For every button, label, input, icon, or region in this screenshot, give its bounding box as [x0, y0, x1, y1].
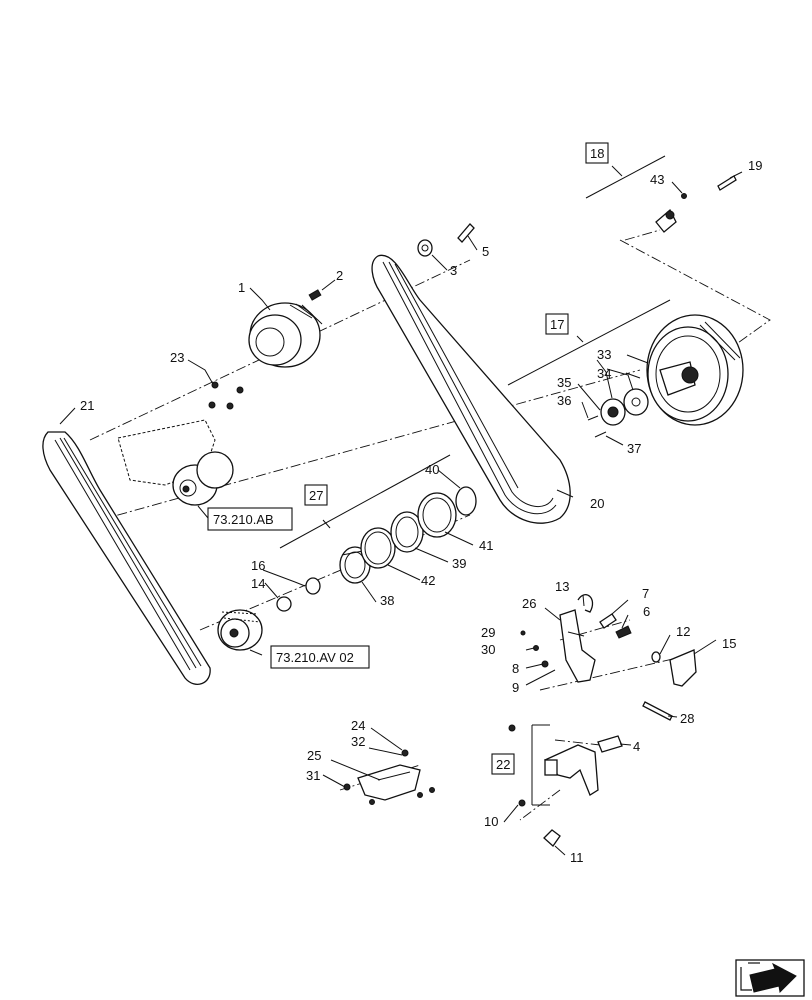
pin-13: [577, 594, 594, 613]
callout-43: 43: [650, 172, 664, 187]
callout-8: 8: [512, 661, 519, 676]
callout-41: 41: [479, 538, 493, 553]
leader-lines: [59, 171, 743, 856]
svg-text:73.210.AB: 73.210.AB: [213, 512, 274, 527]
pin-7: [599, 613, 617, 629]
callout-40: 40: [425, 462, 439, 477]
part-14: [276, 596, 292, 612]
assembly-27: 27: [309, 488, 323, 503]
assembly-labels: 18 17 27 22: [304, 142, 609, 775]
callout-31: 31: [306, 768, 320, 783]
pin-19: [717, 175, 737, 191]
key-2: [308, 289, 322, 301]
pulley-33: [646, 314, 744, 426]
callout-20: 20: [590, 496, 604, 511]
strip-4: [597, 735, 623, 753]
part-30: [533, 645, 539, 651]
bracket-25: [343, 749, 435, 805]
washer-16: [305, 577, 321, 595]
callout-35: 35: [557, 375, 571, 390]
part-43: [681, 193, 687, 199]
callout-13: 13: [555, 579, 569, 594]
washer-3: [417, 239, 433, 257]
callout-5: 5: [482, 244, 489, 259]
assembly-brackets: [279, 155, 671, 806]
bracket-22: [508, 724, 623, 847]
bracket-assembly: [117, 381, 244, 506]
callout-25: 25: [307, 748, 321, 763]
assembly-17: 17: [550, 317, 564, 332]
callout-numbers: 1 2 3 4 5 6 7 8 9 10 11 12 13 14 15 16 1…: [80, 158, 762, 865]
callout-12: 12: [676, 624, 690, 639]
callout-34: 34: [597, 366, 611, 381]
callout-37: 37: [627, 441, 641, 456]
callout-3: 3: [450, 263, 457, 278]
callout-26: 26: [522, 596, 536, 611]
callout-2: 2: [336, 268, 343, 283]
callout-19: 19: [748, 158, 762, 173]
callout-42: 42: [421, 573, 435, 588]
callout-7: 7: [642, 586, 649, 601]
callout-15: 15: [722, 636, 736, 651]
assembly-18: 18: [590, 146, 604, 161]
bracket-15: [669, 649, 697, 687]
callout-30: 30: [481, 642, 495, 657]
belt-20: [371, 254, 571, 524]
pin-36: [587, 415, 599, 421]
callout-24: 24: [351, 718, 365, 733]
tip-11: [543, 829, 561, 847]
assembly-22: 22: [496, 757, 510, 772]
part-29: [520, 630, 526, 636]
callout-28: 28: [680, 711, 694, 726]
next-page-arrow-icon[interactable]: [735, 959, 805, 997]
callout-9: 9: [512, 680, 519, 695]
hub-34: [623, 388, 649, 416]
callout-29: 29: [481, 625, 495, 640]
callout-33: 33: [597, 347, 611, 362]
belt-21: [42, 431, 211, 685]
callout-32: 32: [351, 734, 365, 749]
reference-av[interactable]: 73.210.AV 02: [270, 645, 370, 669]
hub-35: [600, 398, 626, 426]
rod-28: [642, 701, 673, 721]
callout-39: 39: [452, 556, 466, 571]
svg-text:73.210.AV 02: 73.210.AV 02: [276, 650, 354, 665]
lever-26: [559, 609, 596, 683]
ring-42: [360, 527, 396, 569]
pulley-1: [248, 302, 323, 368]
callout-11: 11: [570, 850, 584, 865]
ring-40: [455, 486, 477, 516]
reference-ab[interactable]: 73.210.AB: [207, 507, 293, 531]
ring-41: [417, 492, 457, 538]
lower-pulley: [217, 609, 263, 651]
callout-10: 10: [484, 814, 498, 829]
callout-23: 23: [170, 350, 184, 365]
callout-4: 4: [633, 739, 640, 754]
callout-21: 21: [80, 398, 94, 413]
bolt-5: [457, 223, 475, 243]
callout-1: 1: [238, 280, 245, 295]
bolt-37: [594, 431, 607, 438]
callout-36: 36: [557, 393, 571, 408]
callout-14: 14: [251, 576, 265, 591]
ring-39: [390, 511, 424, 553]
callout-38: 38: [380, 593, 394, 608]
spring-6: [615, 625, 632, 639]
callout-16: 16: [251, 558, 265, 573]
washer-12: [651, 651, 661, 663]
callout-6: 6: [643, 604, 650, 619]
